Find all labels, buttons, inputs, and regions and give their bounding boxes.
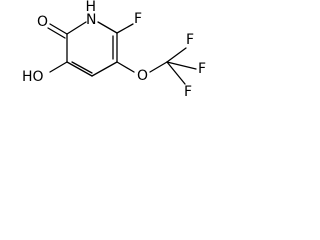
- double-bond-c2-o: [47, 27, 66, 39]
- label-hydroxyl: HO: [22, 69, 44, 85]
- bond-c6-f: [116, 23, 134, 34]
- bond-c-f-right: [166, 61, 197, 70]
- double-bond-c3-c4-inner: [71, 61, 93, 74]
- label-ring-nitrogen: N: [86, 12, 96, 28]
- bond-o-cf3: [149, 61, 168, 73]
- bond-c2-o: [49, 23, 68, 35]
- label-cf3-fluorine-bottom: F: [184, 84, 192, 100]
- carbonyl-group: [47, 23, 68, 39]
- label-ether-oxygen: O: [137, 68, 148, 84]
- pyridinone-ring: [66, 21, 118, 77]
- label-cf3-fluorine-top: F: [186, 32, 194, 48]
- label-nh-hydrogen: H: [86, 0, 97, 15]
- bond-n-c2: [66, 21, 87, 35]
- bond-n-c6: [97, 21, 118, 34]
- bond-c3-c4: [66, 61, 93, 77]
- label-cf3-fluorine-right: F: [198, 61, 206, 77]
- bond-c-f-top: [166, 47, 187, 63]
- label-fluorine: F: [134, 11, 142, 27]
- molecule-structure: H N O F HO O F F F: [22, 0, 206, 100]
- bond-c-f-bottom: [166, 61, 186, 85]
- bond-c5-o: [116, 61, 135, 73]
- bond-c3-oh: [49, 61, 68, 73]
- label-ketone-oxygen: O: [37, 14, 48, 30]
- bond-c4-c5: [91, 61, 118, 77]
